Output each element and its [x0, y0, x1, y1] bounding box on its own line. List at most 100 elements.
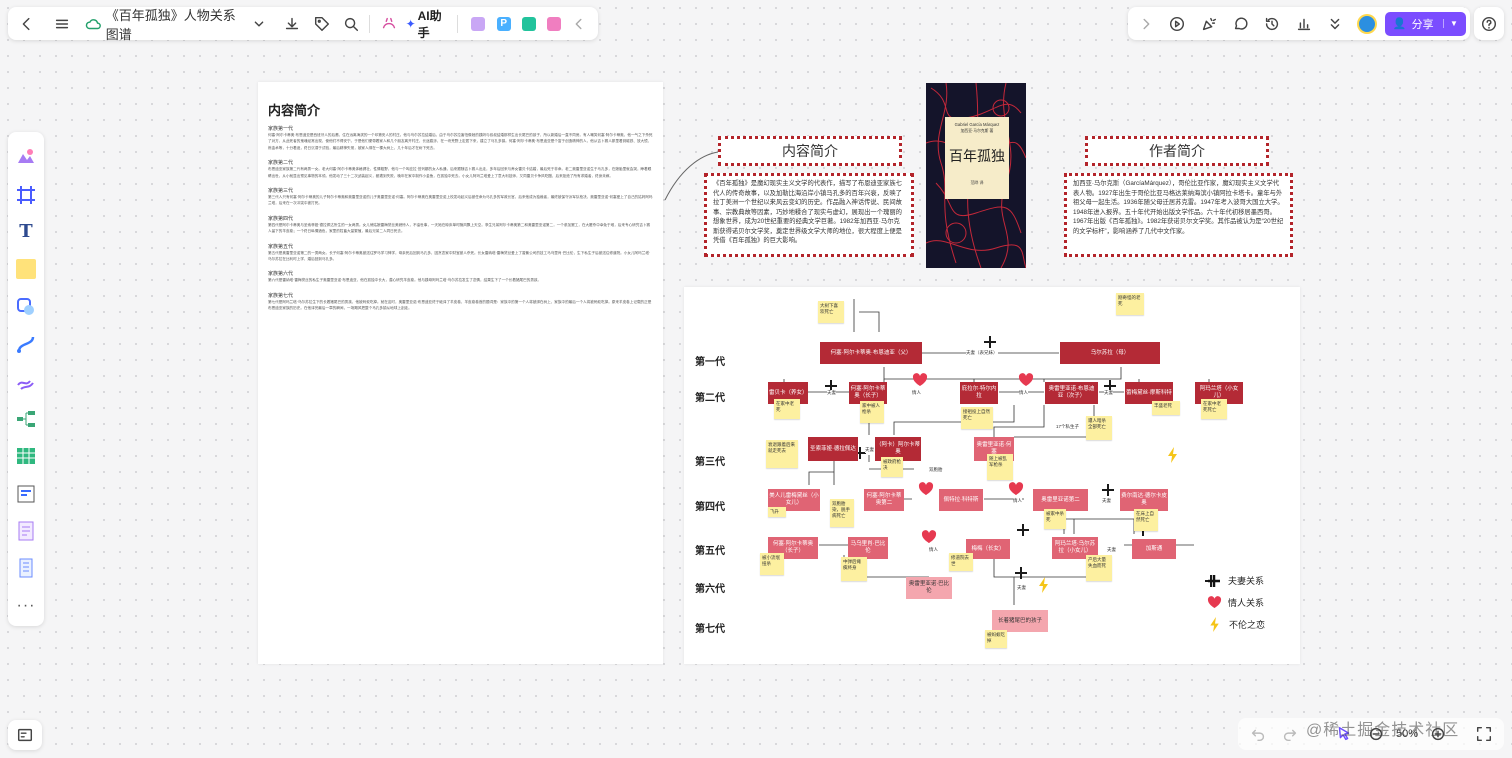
shape-icon[interactable] — [11, 293, 41, 321]
fate-note[interactable]: 被家中杀死 — [1044, 509, 1066, 529]
fate-note[interactable]: 在家中老死死亡 — [1201, 399, 1227, 419]
zoom-out-icon[interactable] — [1362, 720, 1390, 748]
person-node[interactable]: 奥雷里亚诺·巴比伦 — [906, 577, 952, 599]
palette-icon[interactable] — [376, 10, 401, 38]
share-dropdown-icon[interactable]: ▼ — [1443, 19, 1458, 28]
image-plugin-icon[interactable] — [466, 10, 491, 38]
chart-icon[interactable] — [1290, 10, 1318, 38]
legend-label: 不伦之恋 — [1229, 620, 1266, 630]
fate-note[interactable]: 大树下喜欢死亡 — [818, 301, 844, 323]
p-plugin-icon[interactable]: P — [491, 10, 516, 38]
list-doc-icon[interactable] — [11, 517, 41, 545]
help-button[interactable] — [1474, 7, 1504, 40]
undo-icon[interactable] — [1244, 720, 1272, 748]
link-plugin-icon[interactable] — [516, 10, 541, 38]
person-node[interactable]: 圣索菲娅·德拉佩达 — [808, 437, 858, 461]
fate-note[interactable]: 被小流氓扭杀 — [760, 553, 784, 575]
person-node[interactable]: 奥雷里亚诺·布恩迪亚（次子） — [1045, 382, 1098, 404]
fate-note[interactable]: 产后大量失血而死 — [1086, 555, 1112, 581]
person-node[interactable]: 加斯通 — [1132, 539, 1176, 559]
text-icon[interactable]: T — [19, 221, 33, 243]
gen-label: 第六代 — [695, 584, 725, 595]
author-label-box[interactable]: 作者简介 — [1085, 136, 1269, 166]
fate-note[interactable]: 随上被乱军枪杀 — [987, 454, 1013, 480]
intro-document[interactable]: 内容简介 家族第一代 何塞·阿尔卡蒂奥·布恩迪亚是西班牙人的后裔，住在远离海滨的… — [258, 82, 663, 664]
fate-note[interactable]: 在床上自然死亡 — [1134, 509, 1158, 531]
person-node[interactable]: 奥雷里亚诺第二 — [1033, 489, 1088, 511]
book-cover[interactable]: Gabriel García Márquez 加西亚·马尔克斯 著 百年孤独 范… — [926, 83, 1026, 268]
fate-note[interactable]: 双胞胎染，脱手病死亡 — [830, 499, 854, 527]
mindmap-icon[interactable] — [11, 405, 41, 433]
document-icon[interactable] — [11, 480, 41, 508]
connector-icon[interactable] — [11, 330, 41, 358]
mindmap-plugin-icon[interactable] — [542, 10, 567, 38]
intro-label-box[interactable]: 内容简介 — [718, 136, 902, 166]
search-icon[interactable] — [338, 10, 363, 38]
avatar[interactable] — [1357, 13, 1377, 34]
fate-note[interactable]: 在家中老死 — [774, 399, 800, 419]
template-icon[interactable] — [11, 143, 41, 171]
tag-icon[interactable] — [309, 10, 334, 38]
fate-note[interactable]: 刚奇怪的老死 — [1116, 293, 1144, 315]
celebrate-icon[interactable] — [1195, 10, 1223, 38]
person-node[interactable]: 佩特拉·科特斯 — [939, 489, 983, 511]
legend-label: 情人关系 — [1228, 598, 1265, 608]
person-node[interactable]: 庇拉尔·特尔内拉 — [960, 382, 998, 404]
zoom-in-icon[interactable] — [1424, 720, 1452, 748]
download-icon[interactable] — [280, 10, 305, 38]
fit-screen-icon[interactable] — [1470, 720, 1498, 748]
person-node[interactable]: 何塞·阿尔卡蒂奥（长子） — [849, 382, 887, 404]
person-node[interactable]: 蕾梅黛丝·摩斯科特 — [1125, 382, 1173, 404]
person-node[interactable]: 费尔南达·德尔卡皮奥 — [1120, 489, 1168, 511]
person-node[interactable]: 长着猪尾巴的孩子 — [992, 610, 1048, 632]
fate-note[interactable]: 被蚂蚁吃掉 — [985, 630, 1007, 648]
collapse-icon[interactable] — [567, 10, 592, 38]
more-chevron-icon[interactable] — [1322, 10, 1350, 38]
comment-icon[interactable] — [1227, 10, 1255, 38]
menu-icon[interactable] — [49, 10, 74, 38]
fate-note[interactable]: 飞升 — [768, 507, 786, 517]
zoom-level[interactable]: 50% — [1396, 728, 1419, 740]
fate-note[interactable]: 家中被人枪杀 — [860, 401, 884, 423]
section-6: 家族第六代 第六代是雷纳塔·雷梅黛丝的私生子奥雷里亚诺·布恩迪亚，他在孤独中长大… — [268, 270, 653, 283]
author-text-box[interactable]: 加西亚·马尔克斯（GarcíaMárquez），哥伦比亚作家，魔幻现实主义文学代… — [1064, 173, 1293, 257]
fate-note[interactable]: 衰退跟着后来就走死去 — [766, 440, 798, 468]
intro-text-box[interactable]: 《百年孤独》是魔幻现实主义文学的代表作，描写了布恩迪亚家族七代人的传奇故事，以及… — [704, 173, 914, 257]
play-icon[interactable] — [1164, 10, 1192, 38]
ai-assistant-button[interactable]: ✦ AI助手 — [406, 7, 449, 41]
fate-note[interactable]: 中弹后瘫痪终身 — [841, 557, 867, 581]
sticky-note-icon[interactable] — [11, 255, 41, 283]
expand-icon[interactable] — [1132, 10, 1160, 38]
person-node[interactable]: 美人儿雷梅黛丝（小女儿） — [768, 489, 820, 511]
section-1: 家族第一代 何塞·阿尔卡蒂奥·布恩迪亚是西班牙人的后裔，住在远离海滨的一个印第安… — [268, 125, 653, 151]
history-icon[interactable] — [1258, 10, 1286, 38]
chevron-down-icon[interactable] — [246, 10, 271, 38]
person-node[interactable]: 阿玛兰塔·乌尔苏拉（小女儿） — [1052, 537, 1098, 559]
family-tree-chart[interactable]: 第一代 第二代 第三代 第四代 第五代 第六代 第七代 何塞·阿尔卡蒂奥·布恩迪… — [684, 287, 1300, 664]
more-tools-icon[interactable]: ··· — [16, 596, 36, 614]
minimap-button[interactable] — [8, 720, 42, 750]
fate-note[interactable]: 丰盛老死 — [1152, 401, 1180, 415]
page-icon[interactable] — [11, 554, 41, 582]
fate-note[interactable]: 修道院去世 — [949, 553, 973, 571]
person-node[interactable]: 乌尔苏拉（母） — [1060, 342, 1160, 364]
heart-icon — [912, 373, 928, 386]
person-node[interactable]: 何塞·阿尔卡蒂奥第二 — [864, 489, 904, 511]
person-node[interactable]: 雷贝卡（养女） — [768, 382, 808, 404]
fate-note[interactable]: 被政府枪决 — [881, 457, 903, 477]
person-node[interactable]: 马乌里肖·巴比伦 — [848, 537, 888, 559]
table-icon[interactable] — [11, 442, 41, 470]
person-node[interactable]: 阿玛兰塔（小女儿） — [1195, 382, 1243, 404]
frame-icon[interactable] — [11, 180, 41, 208]
pen-icon[interactable] — [11, 367, 41, 395]
share-button[interactable]: 👤 分享 ▼ — [1384, 11, 1466, 36]
cursor-icon[interactable] — [1330, 720, 1358, 748]
back-icon[interactable] — [14, 10, 39, 38]
fate-note[interactable]: 遭人暗杀全部死亡 — [1086, 416, 1112, 440]
fate-note[interactable]: 接祖投上自然死亡 — [961, 407, 993, 429]
redo-icon[interactable] — [1276, 720, 1304, 748]
section-text: 第七代是阿玛兰塔·乌尔苏拉生下的长着猪尾巴的男孩，他被蚂蚁吃掉。就在这时，奥雷里… — [268, 299, 652, 311]
person-node[interactable]: 梅梅（长女） — [966, 539, 1010, 559]
document-title[interactable]: 《百年孤独》人物关系图谱 — [105, 7, 236, 42]
person-node[interactable]: 何塞·阿尔卡蒂奥·布恩迪亚（父） — [820, 342, 922, 364]
